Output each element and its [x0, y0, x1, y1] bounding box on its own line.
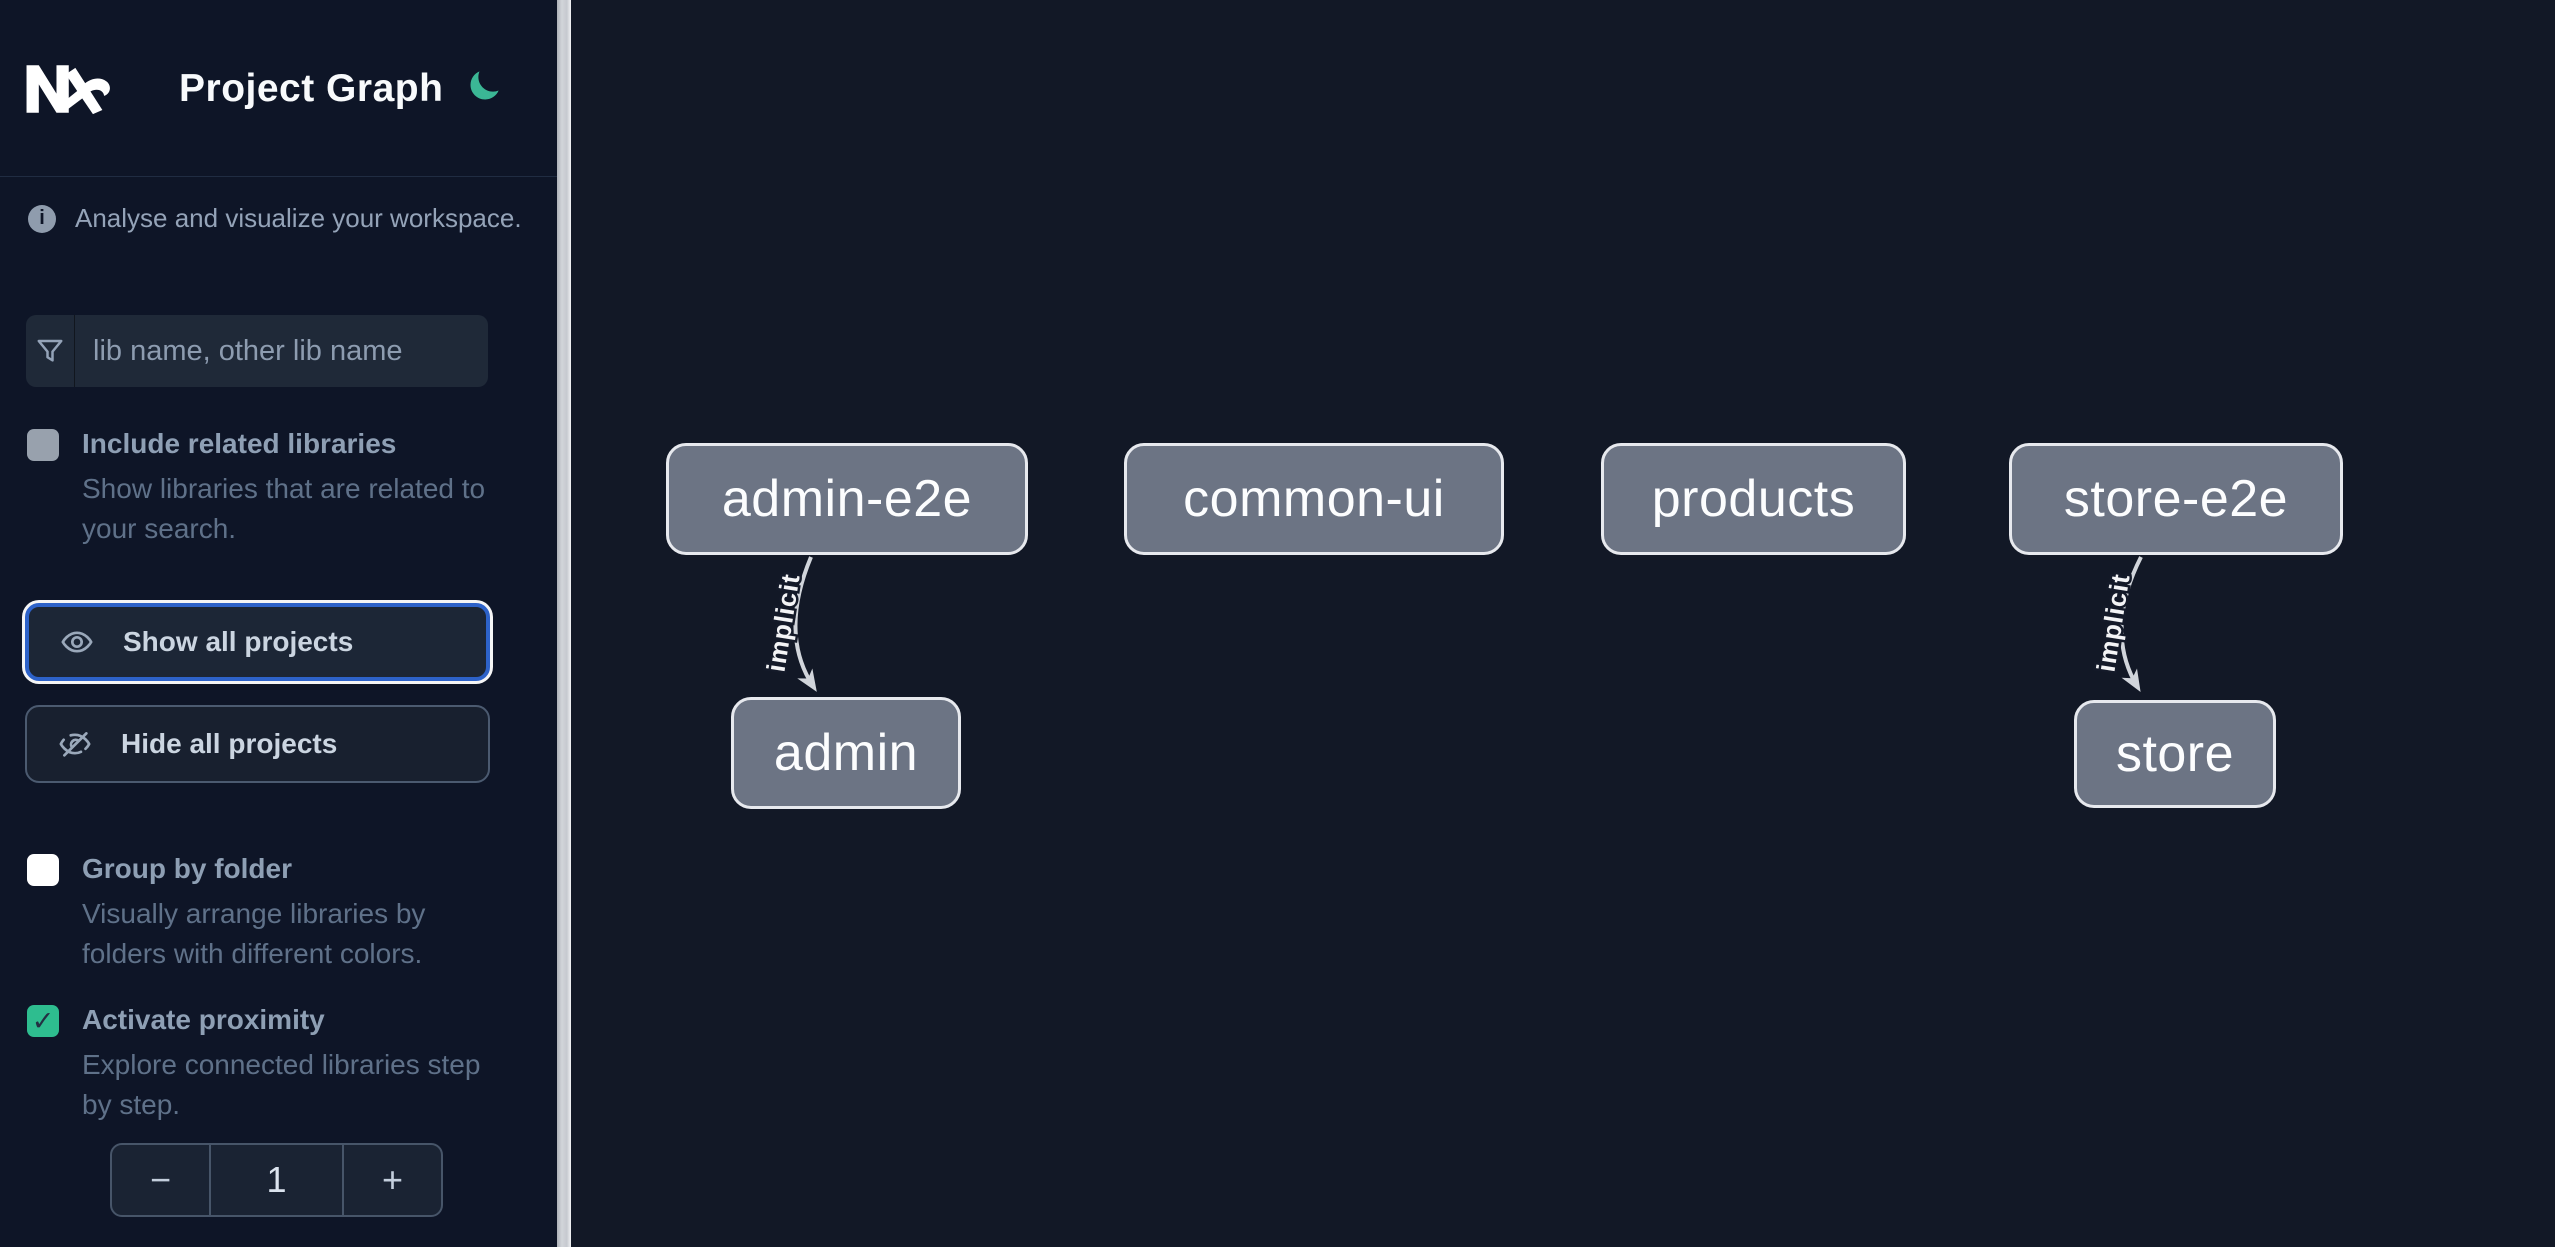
- info-text: Analyse and visualize your workspace.: [75, 203, 522, 233]
- graph-node-admin[interactable]: admin: [731, 697, 961, 809]
- graph-edge-store-e2e-store: [2119, 556, 2143, 693]
- activate-proximity-checkbox[interactable]: ✓: [27, 1005, 59, 1037]
- hide-all-projects-label: Hide all projects: [121, 728, 338, 759]
- page-title: Project Graph: [179, 67, 444, 110]
- include-related-checkbox[interactable]: [27, 429, 59, 461]
- option-description: Show libraries that are related to your …: [82, 473, 486, 544]
- sidebar-scrollbar[interactable]: [557, 0, 571, 1247]
- moon-icon[interactable]: [466, 68, 502, 104]
- info-icon: i: [28, 204, 56, 233]
- group-by-folder-checkbox[interactable]: [27, 854, 59, 886]
- option-group-by-folder: Group by folder Visually arrange librari…: [27, 852, 497, 974]
- eye-icon: [61, 631, 93, 653]
- option-label[interactable]: Activate proximity: [82, 1004, 325, 1035]
- search-box: [26, 315, 488, 387]
- proximity-depth-value: 1: [209, 1145, 344, 1215]
- hide-all-projects-button[interactable]: Hide all projects: [25, 705, 490, 783]
- sidebar-header: Project Graph: [0, 0, 557, 177]
- option-label[interactable]: Include related libraries: [82, 428, 397, 459]
- option-label[interactable]: Group by folder: [82, 853, 292, 884]
- workspace-info-row: i Analyse and visualize your workspace.: [28, 203, 522, 234]
- eye-off-icon: [59, 732, 91, 757]
- option-include-related: Include related libraries Show libraries…: [27, 427, 497, 549]
- nx-logo: [26, 65, 110, 115]
- graph-edge-admin-e2e-admin: [793, 556, 817, 692]
- funnel-icon: [26, 315, 75, 387]
- show-all-projects-button[interactable]: Show all projects: [25, 603, 490, 681]
- option-description: Visually arrange libraries by folders wi…: [82, 898, 426, 969]
- option-description: Explore connected libraries step by step…: [82, 1049, 481, 1120]
- show-all-projects-label: Show all projects: [123, 626, 354, 657]
- graph-node-common-ui[interactable]: common-ui: [1124, 443, 1504, 555]
- graph-node-admin-e2e[interactable]: admin-e2e: [666, 443, 1028, 555]
- option-activate-proximity: ✓ Activate proximity Explore connected l…: [27, 1003, 497, 1125]
- sidebar: Project Graph i Analyse and visualize yo…: [0, 0, 557, 1247]
- graph-node-products[interactable]: products: [1601, 443, 1906, 555]
- edge-label-store-e2e-store: implicit: [2091, 571, 2136, 673]
- decrement-button[interactable]: −: [112, 1145, 209, 1215]
- increment-button[interactable]: +: [344, 1145, 441, 1215]
- proximity-depth-stepper: − 1 +: [110, 1143, 443, 1217]
- graph-node-store-e2e[interactable]: store-e2e: [2009, 443, 2343, 555]
- graph-node-store[interactable]: store: [2074, 700, 2276, 808]
- search-input[interactable]: [75, 315, 488, 387]
